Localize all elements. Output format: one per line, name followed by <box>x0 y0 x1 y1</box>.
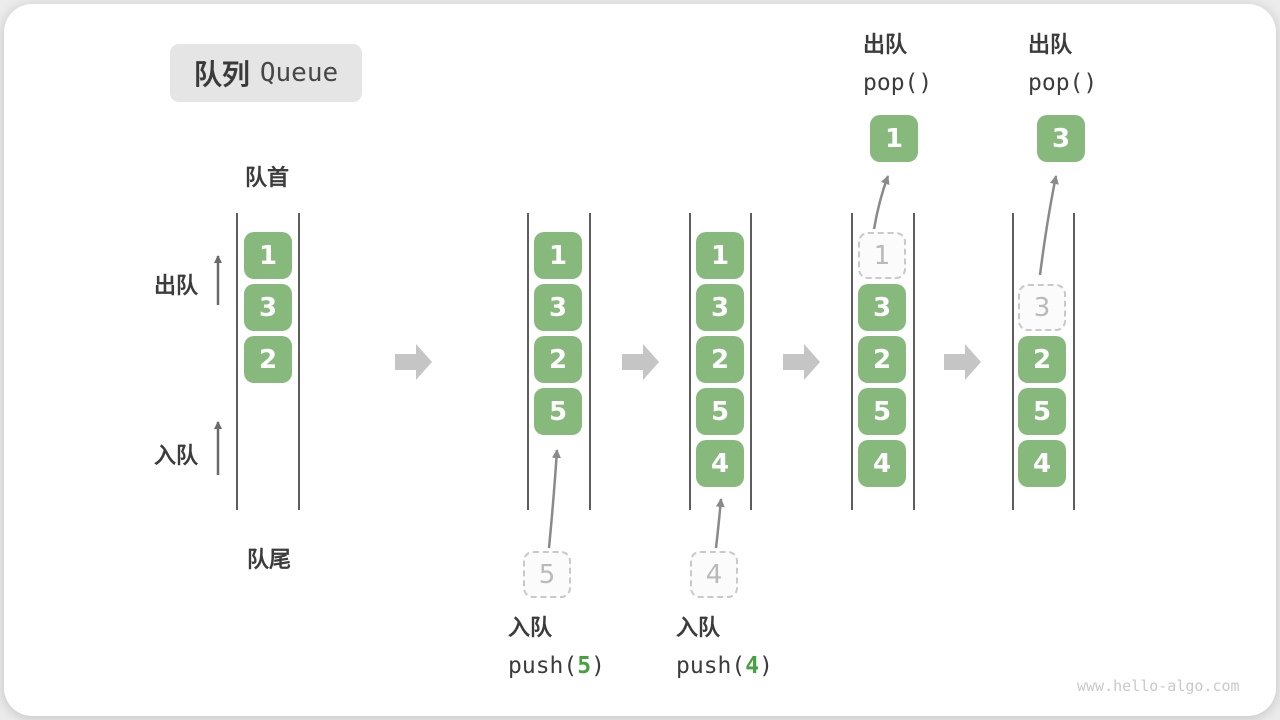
title-zh: 队列 <box>193 58 250 91</box>
queue4-right-wall <box>913 213 915 510</box>
push4-zh-label: 入队 <box>676 616 721 641</box>
queue2-cell: 3 <box>534 284 582 331</box>
push4-arrow-icon <box>714 498 725 549</box>
queue5-cell: 4 <box>1018 440 1066 487</box>
pop3-arrow-icon <box>1038 175 1059 276</box>
title-badge: 队列 Queue <box>170 44 362 102</box>
queue1-cell: 2 <box>244 336 292 383</box>
push4-arg: 4 <box>745 653 760 679</box>
queue2-cell: 1 <box>534 232 582 279</box>
queue3-cell: 1 <box>696 232 744 279</box>
queue1-left-wall <box>236 213 238 510</box>
block-arrow-icon-4 <box>944 344 981 380</box>
queue4-cell: 5 <box>858 388 906 435</box>
arrows-overlay <box>214 175 1059 549</box>
queue5-cell: 2 <box>1018 336 1066 383</box>
queue2-cell: 5 <box>534 388 582 435</box>
push5-arrow-icon <box>547 449 561 549</box>
queue5-popped-cell: 3 <box>1018 284 1066 331</box>
block-arrow-icon-3 <box>783 344 820 380</box>
pop1-zh-label: 出队 <box>863 33 908 58</box>
queue5-left-wall <box>1012 213 1014 510</box>
label-queue-rear: 队尾 <box>247 548 292 573</box>
queue3-left-wall <box>689 213 691 510</box>
pop1-arrow-icon <box>872 175 890 230</box>
queue3-cell: 5 <box>696 388 744 435</box>
queue3-cell: 4 <box>696 440 744 487</box>
block-arrow-icon-1 <box>395 344 432 380</box>
queue4-cell: 2 <box>858 336 906 383</box>
push4-fn: push( <box>676 653 746 679</box>
block-arrow-icon-2 <box>622 344 659 380</box>
label-enqueue-left: 入队 <box>154 444 199 469</box>
queue2-cell: 2 <box>534 336 582 383</box>
pop3-code-label: pop() <box>1028 70 1098 96</box>
queue3-cell: 3 <box>696 284 744 331</box>
pop3-zh-label: 出队 <box>1028 33 1073 58</box>
queue5-right-wall <box>1073 213 1075 510</box>
pop3-result-cell: 3 <box>1037 115 1085 162</box>
queue3-right-wall <box>750 213 752 510</box>
push5-zh-label: 入队 <box>508 616 553 641</box>
queue4-popped-cell: 1 <box>858 232 906 279</box>
push4-close: ) <box>759 653 773 679</box>
push4-staged-cell: 4 <box>690 551 738 598</box>
push5-arg: 5 <box>577 653 592 679</box>
pop3-operation-label: 出队 pop() <box>1028 29 1097 100</box>
title-en: Queue <box>259 58 339 88</box>
queue1-cell: 3 <box>244 284 292 331</box>
queue4-cell: 3 <box>858 284 906 331</box>
pop1-code-label: pop() <box>863 70 933 96</box>
queue2-left-wall <box>527 213 529 510</box>
queue4-cell: 4 <box>858 440 906 487</box>
push5-staged-cell: 5 <box>523 551 571 598</box>
push4-code-label: push(4) <box>676 649 773 683</box>
push4-operation-label: 入队 push(4) <box>676 612 773 683</box>
queue1-cell: 1 <box>244 232 292 279</box>
label-dequeue-left: 出队 <box>154 274 199 299</box>
push5-code-label: push(5) <box>508 649 605 683</box>
label-queue-front: 队首 <box>245 166 290 191</box>
queue3-cell: 2 <box>696 336 744 383</box>
push5-close: ) <box>591 653 605 679</box>
pop1-operation-label: 出队 pop() <box>863 29 932 100</box>
queue5-cell: 5 <box>1018 388 1066 435</box>
push5-fn: push( <box>508 653 578 679</box>
push5-operation-label: 入队 push(5) <box>508 612 605 683</box>
queue1-right-wall <box>298 213 300 510</box>
queue-diagram-card: 队列 Queue 队首 队尾 出队 入队 <box>4 4 1276 716</box>
pop1-result-cell: 1 <box>870 115 918 162</box>
queue2-right-wall <box>589 213 591 510</box>
watermark: www.hello-algo.com <box>1077 677 1240 695</box>
queue4-left-wall <box>851 213 853 510</box>
